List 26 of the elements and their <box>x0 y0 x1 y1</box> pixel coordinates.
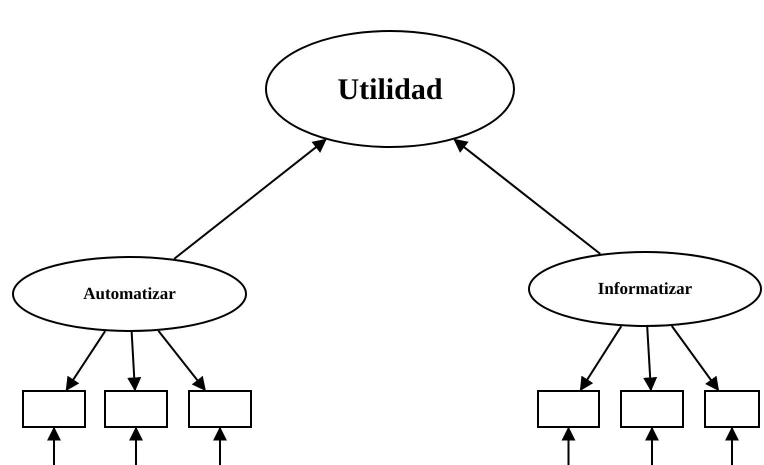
arrow <box>129 426 143 465</box>
arrow <box>643 326 658 392</box>
arrow <box>127 332 142 392</box>
arrow <box>158 330 206 392</box>
rectangle-box <box>104 390 168 428</box>
arrow <box>453 138 601 255</box>
arrow <box>562 426 576 465</box>
arrow <box>671 325 720 392</box>
rectangle-box <box>620 390 684 428</box>
arrow <box>213 426 227 465</box>
arrow <box>645 426 659 465</box>
arrow <box>580 326 622 392</box>
rectangle-box <box>537 390 600 428</box>
rectangle-box <box>22 390 86 428</box>
arrow <box>47 426 61 465</box>
ellipse-node <box>265 30 515 148</box>
node-label: Informatizar <box>598 278 692 300</box>
arrow <box>174 138 327 260</box>
node-label: Automatizar <box>83 283 176 306</box>
rectangle-box <box>704 390 760 428</box>
arrow <box>66 330 106 392</box>
ellipse-node <box>12 256 247 332</box>
node-label: Utilidad <box>337 72 443 108</box>
rectangle-box <box>188 390 252 428</box>
ellipse-node <box>528 251 762 327</box>
arrow <box>725 426 739 465</box>
